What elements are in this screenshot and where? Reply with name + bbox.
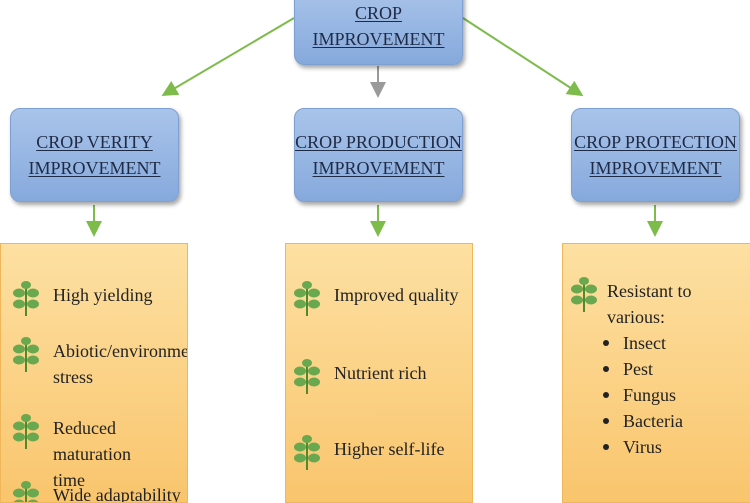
leaf-icon — [13, 280, 39, 318]
leaf-icon — [571, 276, 597, 314]
production-item-text: Nutrient rich — [334, 358, 426, 386]
bullet-item-text: Pest — [623, 356, 653, 382]
verity-item-line1: Wide adaptability — [53, 482, 181, 503]
leaf-icon — [294, 358, 320, 396]
bullet-item-text: Fungus — [623, 382, 676, 408]
verity-item: Abiotic/environment stress — [13, 336, 188, 390]
node-crop-protection: CROP PROTECTION IMPROVEMENT — [571, 108, 740, 202]
bullet-item: Pest — [603, 356, 683, 382]
bullet-item: Fungus — [603, 382, 683, 408]
production-item-text: Improved quality — [334, 280, 458, 308]
production-item: Higher self-life — [294, 434, 444, 472]
protection-bullet-list: Insect Pest Fungus Bacteria Virus — [603, 330, 683, 460]
node-crop-production-line2: IMPROVEMENT — [312, 155, 444, 181]
leaf-icon — [13, 480, 39, 503]
node-crop-verity: CROP VERITY IMPROVEMENT — [10, 108, 179, 202]
bullet-dot-icon — [603, 444, 609, 450]
leaf-icon — [294, 280, 320, 318]
verity-item-line1: High yielding — [53, 282, 153, 308]
bullet-dot-icon — [603, 392, 609, 398]
panel-crop-verity: High yielding Abiotic/environment stress — [0, 243, 188, 503]
verity-item: Wide adaptability — [13, 480, 181, 503]
node-crop-verity-line2: IMPROVEMENT — [28, 155, 160, 181]
bullet-item-text: Bacteria — [623, 408, 683, 434]
verity-item-line1: Reduced maturation — [53, 415, 187, 467]
bullet-dot-icon — [603, 366, 609, 372]
root-node-crop-improvement: CROP IMPROVEMENT — [294, 0, 463, 65]
verity-item-line2: stress — [53, 364, 188, 390]
bullet-item: Insect — [603, 330, 683, 356]
bullet-item: Bacteria — [603, 408, 683, 434]
verity-item: High yielding — [13, 280, 153, 318]
protection-heading-item: Resistant to various: — [571, 276, 750, 330]
protection-heading: Resistant to various: — [607, 276, 750, 330]
bullet-item: Virus — [603, 434, 683, 460]
node-crop-verity-line1: CROP VERITY — [36, 129, 153, 155]
node-crop-production-line1: CROP PRODUCTION — [295, 129, 462, 155]
production-item-text: Higher self-life — [334, 434, 444, 462]
root-node-line2: IMPROVEMENT — [312, 26, 444, 52]
arrow-root-to-protection — [463, 18, 580, 94]
panel-crop-protection: Resistant to various: Insect Pest Fungus… — [562, 243, 750, 503]
leaf-icon — [294, 434, 320, 472]
bullet-item-text: Insect — [623, 330, 666, 356]
verity-item-line1: Abiotic/environment — [53, 338, 188, 364]
bullet-item-text: Virus — [623, 434, 662, 460]
production-item: Nutrient rich — [294, 358, 426, 396]
leaf-icon — [13, 413, 39, 451]
node-crop-protection-line2: IMPROVEMENT — [589, 155, 721, 181]
root-node-line1: CROP — [355, 0, 402, 26]
bullet-dot-icon — [603, 418, 609, 424]
bullet-dot-icon — [603, 340, 609, 346]
arrow-root-to-verity — [165, 18, 294, 94]
leaf-icon — [13, 336, 39, 374]
production-item: Improved quality — [294, 280, 458, 318]
node-crop-protection-line1: CROP PROTECTION — [574, 129, 737, 155]
node-crop-production: CROP PRODUCTION IMPROVEMENT — [294, 108, 463, 202]
panel-crop-production: Improved quality Nutrient rich Higher se… — [285, 243, 473, 503]
